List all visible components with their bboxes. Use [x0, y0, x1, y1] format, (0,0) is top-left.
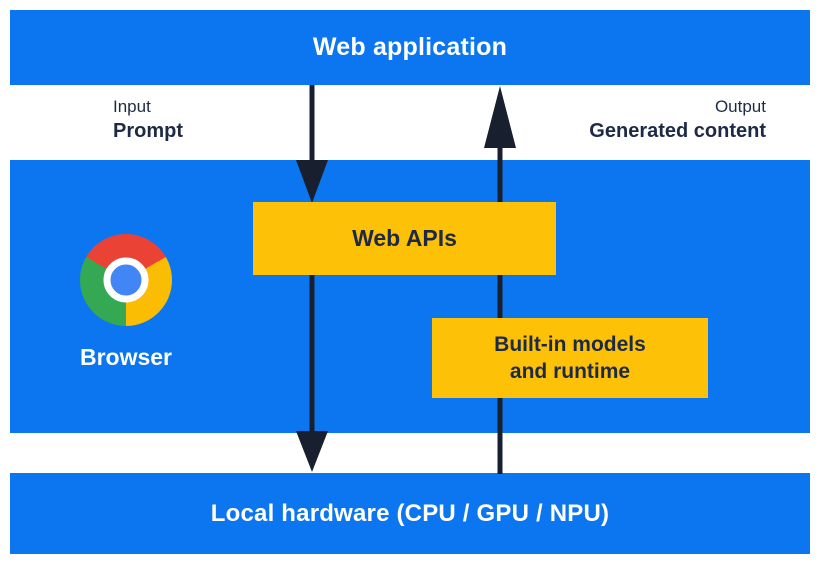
builtin-models-box: Built-in models and runtime	[432, 318, 708, 398]
output-flow-labels: Output Generated content	[589, 96, 766, 144]
web-apis-box: Web APIs	[253, 202, 556, 275]
local-hardware-bar: Local hardware (CPU / GPU / NPU)	[10, 473, 810, 554]
browser-label: Browser	[79, 344, 173, 370]
prompt-down-arrow-icon	[296, 85, 328, 472]
generated-content-up-arrow-icon	[484, 86, 516, 474]
chrome-logo-hub	[103, 257, 149, 303]
local-hardware-label: Local hardware (CPU / GPU / NPU)	[210, 499, 610, 527]
web-apis-label: Web APIs	[352, 225, 457, 251]
builtin-models-label-line1: Built-in models	[494, 333, 646, 356]
prompt-label: Prompt	[113, 120, 183, 142]
web-application-label: Web application	[312, 33, 508, 61]
web-application-bar: Web application	[10, 10, 810, 85]
builtin-models-label-line2: and runtime	[509, 360, 631, 383]
generated-content-label: Generated content	[589, 120, 766, 142]
output-kicker: Output	[714, 97, 766, 116]
input-flow-labels: Input Prompt	[113, 96, 183, 144]
chrome-logo-icon	[80, 234, 172, 326]
input-kicker: Input	[113, 97, 151, 116]
